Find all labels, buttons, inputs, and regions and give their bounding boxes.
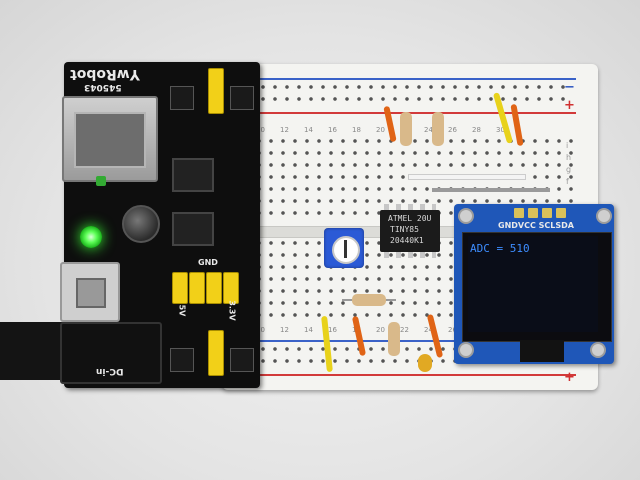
jumper-top[interactable] <box>208 68 224 114</box>
jumper-bottom[interactable] <box>208 330 224 376</box>
electrolytic-capacitor <box>122 205 160 243</box>
resistor-2 <box>432 112 444 146</box>
oled-pin-gnd <box>514 208 524 218</box>
oled-screen: ADC = 510 <box>468 236 598 332</box>
resistor-3-lead-right <box>386 299 396 301</box>
chip-pins-bottom <box>384 252 436 258</box>
bottom-positive-rail-line <box>258 374 576 376</box>
voltage-regulator-2 <box>172 212 214 246</box>
oled-pin-sda <box>556 208 566 218</box>
dc-jack <box>60 322 162 384</box>
dc-in-label: DC-in <box>96 366 124 376</box>
resistor-1 <box>400 112 412 146</box>
oled-pin-labels: GNDVCC SCLSDA <box>498 221 574 230</box>
pin-header-top-right <box>230 86 254 110</box>
top-positive-rail-line <box>258 112 576 114</box>
pin-header-bottom-left <box>170 348 194 372</box>
gnd-label: GND <box>198 258 218 267</box>
output-pin-header <box>172 272 239 304</box>
5v-label: 5V <box>177 304 187 317</box>
power-led <box>80 226 102 248</box>
attiny85-chip: ATMEL 20U TINY85 20440K1 <box>380 210 440 252</box>
resistor-4 <box>388 322 400 356</box>
oled-mount-hole-tr <box>596 208 612 224</box>
pin-header-bottom-right <box>230 348 254 372</box>
power-cable <box>0 322 70 380</box>
oled-pin-scl <box>542 208 552 218</box>
pin-header-top-left <box>170 86 194 110</box>
top-negative-rail-line <box>258 78 576 80</box>
column-numbers-bottom: 101214161820222426 <box>256 326 457 334</box>
potentiometer[interactable] <box>324 228 364 268</box>
row-letters: i h g f <box>566 141 572 186</box>
chip-pins-top <box>384 204 436 210</box>
top-minus-sign: − <box>564 80 575 95</box>
oled-adc-readout: ADC = 510 <box>470 242 530 255</box>
oled-pin-vcc <box>528 208 538 218</box>
status-led-small <box>96 176 106 186</box>
oled-mount-hole-br <box>590 342 606 358</box>
power-switch[interactable] <box>60 262 120 322</box>
bottom-plus-sign: + <box>564 370 575 385</box>
usb-port <box>62 96 158 182</box>
oled-mount-hole-tl <box>458 208 474 224</box>
3v3-label: 3.3V <box>227 300 237 321</box>
brand-label: YwRobot <box>70 66 140 82</box>
oled-mount-hole-bl <box>458 342 474 358</box>
wire-white <box>408 174 526 180</box>
voltage-regulator-1 <box>172 158 214 192</box>
oled-flex-cable <box>520 340 564 362</box>
model-label: 545043 <box>84 82 122 92</box>
top-power-rail-holes <box>260 84 572 108</box>
resistor-3 <box>352 294 386 306</box>
wire-grey <box>432 188 550 192</box>
bottom-negative-rail-line <box>258 340 576 342</box>
resistor-3-lead-left <box>342 299 352 301</box>
ceramic-capacitor <box>418 354 432 372</box>
top-plus-sign: + <box>564 98 575 113</box>
